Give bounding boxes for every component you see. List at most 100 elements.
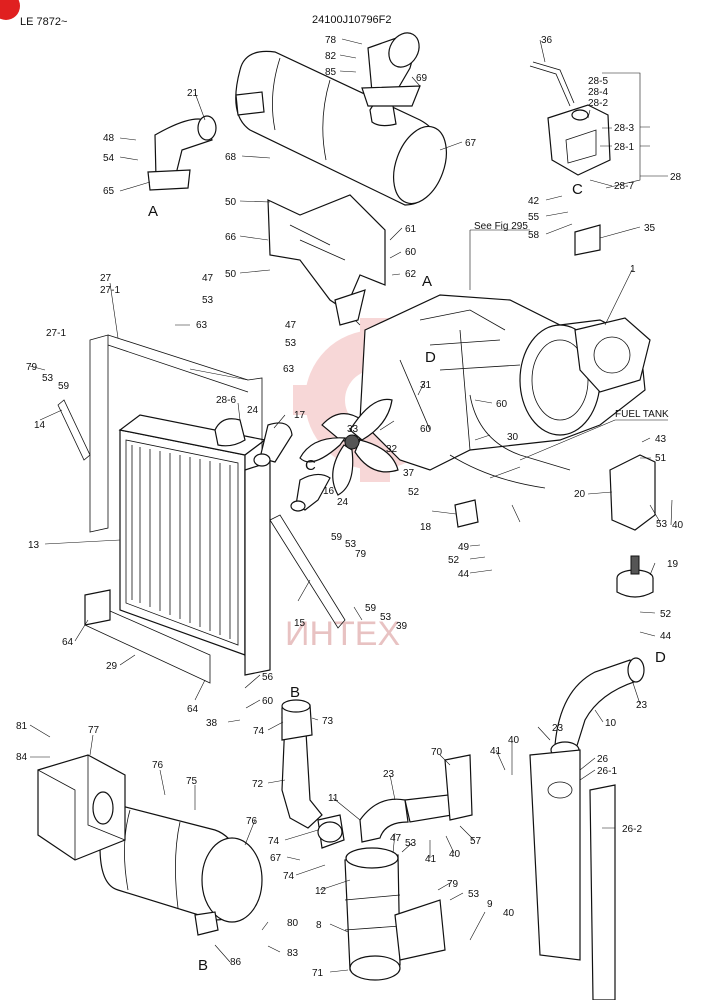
part-label: 59 bbox=[331, 532, 343, 543]
fuel-strainer bbox=[454, 499, 479, 528]
part-label: 23 bbox=[383, 769, 395, 780]
part-label: 74 bbox=[283, 871, 295, 882]
part-label: 60 bbox=[405, 247, 417, 258]
part-label: 74 bbox=[253, 726, 265, 737]
part-label: 48 bbox=[103, 133, 115, 144]
part-label: 40 bbox=[508, 735, 520, 746]
part-label: 72 bbox=[252, 779, 264, 790]
part-label: 47 bbox=[285, 320, 297, 331]
part-label: 23 bbox=[552, 723, 564, 734]
intake-elbow bbox=[281, 699, 345, 849]
part-label: 31 bbox=[420, 380, 432, 391]
part-label: 60 bbox=[262, 696, 274, 707]
exhaust-elbow bbox=[361, 32, 421, 107]
part-label: 24 bbox=[247, 405, 259, 416]
part-label: 41 bbox=[425, 854, 437, 865]
part-label: 39 bbox=[396, 621, 408, 632]
part-label: 70 bbox=[431, 747, 443, 758]
part-label: 71 bbox=[312, 968, 324, 979]
part-label: 29 bbox=[106, 661, 118, 672]
part-label: 79 bbox=[355, 549, 367, 560]
part-label: 42 bbox=[528, 196, 540, 207]
part-label: 86 bbox=[230, 957, 242, 968]
corner-logo-icon bbox=[0, 0, 20, 20]
part-label: 76 bbox=[152, 760, 164, 771]
part-label: 81 bbox=[16, 721, 28, 732]
engine-mount-bracket bbox=[609, 454, 656, 531]
duct-panel bbox=[529, 749, 616, 1000]
part-label: 82 bbox=[325, 51, 337, 62]
part-label: 19 bbox=[667, 559, 679, 570]
part-label: 58 bbox=[528, 230, 540, 241]
part-label: 59 bbox=[58, 381, 70, 392]
watermark-text: ИНТЕХ bbox=[285, 615, 400, 653]
part-label: 27 bbox=[100, 273, 112, 284]
part-label: 53 bbox=[42, 373, 54, 384]
stay-bar bbox=[269, 514, 346, 629]
part-label: 56 bbox=[262, 672, 274, 683]
part-label: 68 bbox=[225, 152, 237, 163]
part-label: 21 bbox=[187, 88, 199, 99]
radiator bbox=[118, 414, 267, 657]
part-label: 65 bbox=[103, 186, 115, 197]
part-label: 44 bbox=[660, 631, 672, 642]
header-left-code: LE 7872~ bbox=[20, 16, 67, 28]
part-label: 53 bbox=[202, 295, 214, 306]
part-label: 47 bbox=[202, 273, 214, 284]
part-label: 66 bbox=[225, 232, 237, 243]
part-label: 1 bbox=[630, 264, 636, 275]
part-label: 53 bbox=[380, 612, 392, 623]
part-label: 53 bbox=[656, 519, 668, 530]
part-label: 27-1 bbox=[100, 285, 120, 296]
callout-letter-d: D bbox=[655, 649, 666, 666]
part-label: 28-7 bbox=[614, 181, 634, 192]
part-label: 52 bbox=[408, 487, 420, 498]
part-label: 53 bbox=[468, 889, 480, 900]
part-label: 35 bbox=[644, 223, 656, 234]
leader-lines bbox=[29, 38, 673, 973]
tank-bracket bbox=[574, 224, 601, 256]
air-cleaner bbox=[99, 804, 263, 936]
part-label: 28-4 bbox=[588, 87, 608, 98]
part-label: 28-6 bbox=[216, 395, 236, 406]
part-label: 28-5 bbox=[588, 76, 608, 87]
part-label: 64 bbox=[187, 704, 199, 715]
part-label: 64 bbox=[62, 637, 74, 648]
part-label: 10 bbox=[605, 718, 617, 729]
callout-letter-d: D bbox=[425, 349, 436, 366]
part-label: 53 bbox=[285, 338, 297, 349]
part-label: 51 bbox=[655, 453, 667, 464]
callout-letter-c: C bbox=[572, 181, 583, 198]
part-label: 44 bbox=[458, 569, 470, 580]
part-label: 28 bbox=[670, 172, 682, 183]
part-label: 15 bbox=[294, 618, 306, 629]
part-label: 52 bbox=[448, 555, 460, 566]
part-label: 50 bbox=[225, 269, 237, 280]
part-label: 28-1 bbox=[614, 142, 634, 153]
part-label: 40 bbox=[672, 520, 684, 531]
part-label: 53 bbox=[345, 539, 357, 550]
flex-hose bbox=[554, 659, 641, 753]
part-label: 32 bbox=[386, 444, 398, 455]
fuel-tank-note: FUEL TANK bbox=[615, 409, 669, 420]
radiator-hoses bbox=[253, 422, 331, 512]
part-label: 84 bbox=[16, 752, 28, 763]
stay-rod bbox=[57, 399, 91, 461]
part-label: 17 bbox=[294, 410, 306, 421]
cooling-fan bbox=[299, 398, 399, 496]
part-label: 74 bbox=[268, 836, 280, 847]
air-cleaner-cover bbox=[37, 754, 126, 861]
exhaust-pipe-21 bbox=[147, 115, 217, 191]
part-label: 33 bbox=[347, 424, 359, 435]
part-label: 54 bbox=[103, 153, 115, 164]
part-label: 13 bbox=[28, 540, 40, 551]
part-label: 50 bbox=[225, 197, 237, 208]
part-label: 85 bbox=[325, 67, 337, 78]
part-label: 24 bbox=[337, 497, 349, 508]
part-label: 12 bbox=[315, 886, 327, 897]
part-label: 36 bbox=[541, 35, 553, 46]
part-label: 14 bbox=[34, 420, 46, 431]
part-label: 63 bbox=[196, 320, 208, 331]
part-label: 30 bbox=[507, 432, 519, 443]
